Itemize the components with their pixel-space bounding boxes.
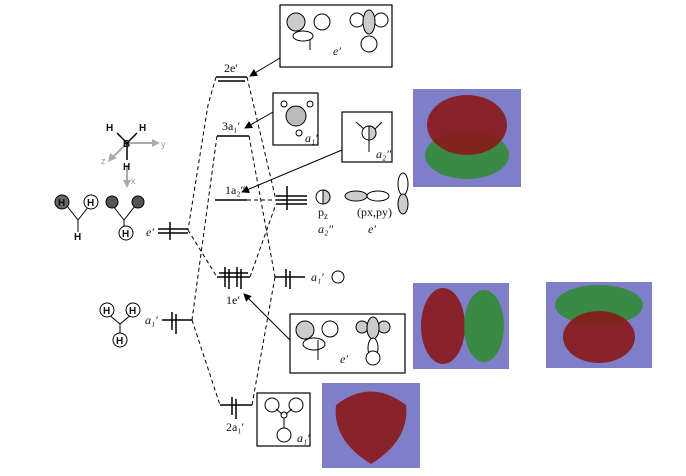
level-1e: 1e′ [217,267,250,307]
level-boron-a1: a₁′ [275,269,345,289]
render-e-orbital-2 [546,282,652,368]
box-1e-orbitals: e′ [289,313,406,374]
hydrogen-label: H [123,162,130,173]
svg-text:pz: pz [318,205,328,221]
pz-symmetry: a₂″ [318,222,334,236]
level-label: 1a₂″ [225,183,246,197]
svg-text:H: H [116,336,123,347]
render-a2-orbital [413,89,521,187]
box-symmetry-label: e′ [340,352,348,366]
box-symmetry-label: a₁′ [297,431,310,445]
level-label: e′ [146,225,154,239]
hydrogen-label: H [139,123,146,134]
axis-x-label: x [131,176,136,186]
svg-text:H: H [74,232,81,243]
level-label: 3a₁′ [222,119,241,133]
level-1a2: 1a₂″ [215,183,247,201]
arrows [241,57,343,341]
box-3a1-orbital: a₁′ [272,92,319,146]
axis-y-label: y [161,139,166,149]
level-label: 2e′ [224,61,238,75]
pxy-symmetry: e′ [368,222,376,236]
level-h3-a1: a₁′ [145,312,192,334]
svg-text:H: H [122,229,129,240]
hydrogen-label: H [106,123,113,134]
level-label: a₁′ [145,313,158,327]
s-orbital-icon [331,270,345,284]
bh3-molecule: y z x B H H H [101,123,166,188]
h3-a1-orbital: H H H [99,302,141,348]
box-2a1-orbital: a₁′ [256,392,311,447]
axis-z-label: z [101,156,106,166]
level-label: 2a₁′ [226,420,245,434]
render-a1-orbital [322,383,420,468]
level-h3-e: e′ [146,222,188,240]
level-2e: 2e′ [216,61,247,82]
box-symmetry-label: a₂″ [376,147,392,161]
boron-p-orbitals: pz a₂″ (px,py) e′ [315,172,409,236]
pz-subscript: z [324,211,328,221]
svg-text:H: H [129,306,136,317]
render-e-orbital-1 [413,283,509,369]
svg-text:H: H [58,198,65,209]
level-2a1: 2a₁′ [220,397,252,434]
boron-label: B [123,139,130,150]
box-symmetry-label: a₁′ [305,131,318,145]
level-boron-p [276,186,307,210]
box-2e-orbitals: e′ [279,4,393,68]
h3-e-orbitals: H H H H [54,194,145,243]
level-label: 1e′ [226,293,240,307]
svg-text:H: H [87,198,94,209]
svg-text:H: H [103,306,110,317]
pxy-label: (px,py) [357,205,392,219]
box-a2-orbital: a₂″ [341,111,393,163]
level-label: a₁′ [311,270,324,284]
box-symmetry-label: e′ [333,44,341,58]
level-3a1: 3a₁′ [217,119,249,137]
pz-label: p [318,205,324,219]
